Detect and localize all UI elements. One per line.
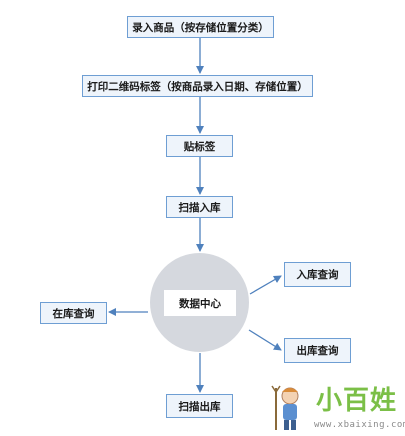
node-scan-in: 扫描入库: [166, 196, 233, 218]
node-enter-goods: 录入商品（按存储位置分类）: [127, 16, 274, 38]
node-outbound-query: 出库查询: [284, 338, 351, 363]
arrow-hub-to-inbound: [249, 275, 282, 295]
arrow-hub-to-outbound: [248, 329, 282, 351]
watermark-mascot-icon: [271, 385, 299, 430]
node-stock-query: 在库查询: [40, 302, 107, 324]
node-attach-label: 贴标签: [166, 135, 233, 157]
node-scan-out: 扫描出库: [166, 394, 233, 418]
watermark-title: 小百姓: [316, 386, 398, 416]
node-inbound-query: 入库查询: [284, 262, 351, 287]
node-print-qr-label: 打印二维码标签（按商品录入日期、存储位置）: [82, 75, 313, 97]
watermark-url: www.xbaixing.com: [314, 420, 405, 430]
node-data-center: 数据中心: [164, 290, 236, 316]
